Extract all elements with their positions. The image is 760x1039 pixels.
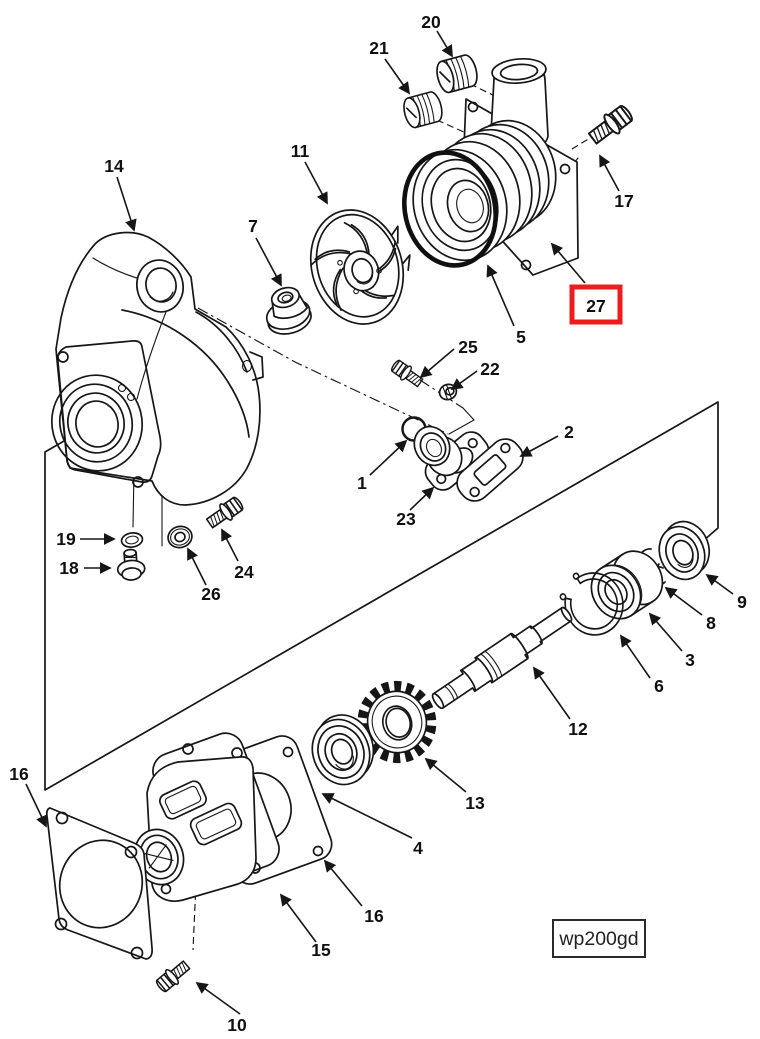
callout-5[interactable]: 5	[516, 327, 526, 347]
o-ring-19-drawing	[120, 532, 144, 548]
leader-16-rear	[323, 859, 363, 907]
plug-21-drawing	[403, 91, 443, 129]
callout-15[interactable]: 15	[311, 940, 331, 960]
leader-23	[409, 486, 435, 511]
callout-labels: 20 21 17 14 11 7 5 25 22 2 1 23 19 18 26…	[9, 12, 747, 1035]
rear-housing-drawing	[133, 732, 280, 902]
leader-3	[648, 612, 683, 652]
leader-5	[486, 264, 515, 327]
leader-7	[255, 237, 282, 287]
plug-20-drawing	[436, 54, 478, 94]
figure-code-box: wp200gd	[552, 919, 646, 958]
washer-26-drawing	[167, 525, 193, 549]
leader-8	[664, 586, 703, 616]
mounting-plane-outline	[44, 399, 719, 791]
callout-25[interactable]: 25	[458, 337, 478, 357]
callout-2[interactable]: 2	[564, 422, 574, 442]
figure-code-border	[552, 919, 646, 958]
snap-ring-6-drawing	[559, 572, 624, 636]
leader-27	[550, 242, 586, 284]
impeller-drawing	[309, 209, 411, 325]
leader-21	[384, 58, 411, 95]
callout-11[interactable]: 11	[291, 141, 310, 161]
leader-arrows	[25, 30, 734, 1015]
callout-16-front[interactable]: 16	[9, 764, 29, 784]
highlight-box[interactable]	[569, 284, 623, 325]
bearing-3-drawing	[590, 550, 664, 620]
callout-8[interactable]: 8	[706, 613, 716, 633]
leader-6	[619, 634, 651, 679]
callout-18[interactable]: 18	[59, 558, 79, 578]
bolt-25-drawing	[388, 357, 426, 391]
callout-22[interactable]: 22	[480, 359, 500, 379]
leader-13	[424, 757, 467, 793]
plug-18-drawing	[116, 548, 146, 581]
figure-code-label: wp200gd	[558, 928, 638, 950]
leader-11	[304, 161, 328, 205]
callout-3[interactable]: 3	[685, 650, 695, 670]
callout-6[interactable]: 6	[654, 676, 664, 696]
leader-26	[187, 547, 207, 586]
leader-15	[279, 893, 317, 943]
callout-9[interactable]: 9	[737, 592, 747, 612]
leader-14	[116, 176, 137, 232]
washer-22-drawing	[438, 383, 458, 401]
selected-callout-27[interactable]: 27	[569, 284, 623, 325]
leader-1	[369, 439, 408, 476]
leader-25	[419, 348, 455, 379]
leader-24	[221, 528, 239, 562]
callout-10[interactable]: 10	[227, 1015, 247, 1035]
callout-19[interactable]: 19	[56, 529, 76, 549]
bearing-4-drawing	[311, 714, 375, 786]
callout-12[interactable]: 12	[568, 719, 588, 739]
callout-26[interactable]: 26	[201, 584, 221, 604]
leader-2	[519, 435, 559, 457]
callout-20[interactable]: 20	[421, 12, 441, 32]
leader-12	[532, 666, 571, 720]
callout-13[interactable]: 13	[465, 793, 485, 813]
callout-23[interactable]: 23	[396, 509, 416, 529]
pump-body-drawing	[412, 57, 579, 276]
callout-21[interactable]: 21	[369, 38, 389, 58]
gasket-16-front-drawing	[45, 807, 153, 960]
callout-17[interactable]: 17	[614, 191, 633, 211]
callout-1[interactable]: 1	[357, 473, 367, 493]
seal-9-drawing	[658, 520, 711, 581]
shaft-12-drawing	[431, 606, 573, 710]
impeller-nut-drawing	[265, 286, 312, 335]
callout-24[interactable]: 24	[234, 562, 254, 582]
outlet-fitting-drawing	[413, 425, 490, 491]
leader-9	[705, 573, 734, 595]
callout-7[interactable]: 7	[248, 216, 258, 236]
callout-27[interactable]: 27	[586, 296, 605, 316]
callout-16-rear[interactable]: 16	[364, 906, 384, 926]
leader-22	[450, 370, 478, 391]
leader-17	[599, 154, 620, 192]
leader-16-front	[25, 783, 48, 828]
leader-20	[436, 30, 453, 58]
callout-14[interactable]: 14	[104, 156, 124, 176]
bearing-housing-drawing	[50, 231, 264, 506]
leader-4	[321, 793, 413, 839]
bolt-17-drawing	[584, 101, 637, 149]
large-o-ring-drawing	[402, 150, 498, 268]
callout-4[interactable]: 4	[413, 838, 423, 858]
bolt-10-drawing	[153, 957, 194, 996]
gasket-2-drawing	[456, 438, 524, 502]
leader-10	[195, 981, 241, 1015]
